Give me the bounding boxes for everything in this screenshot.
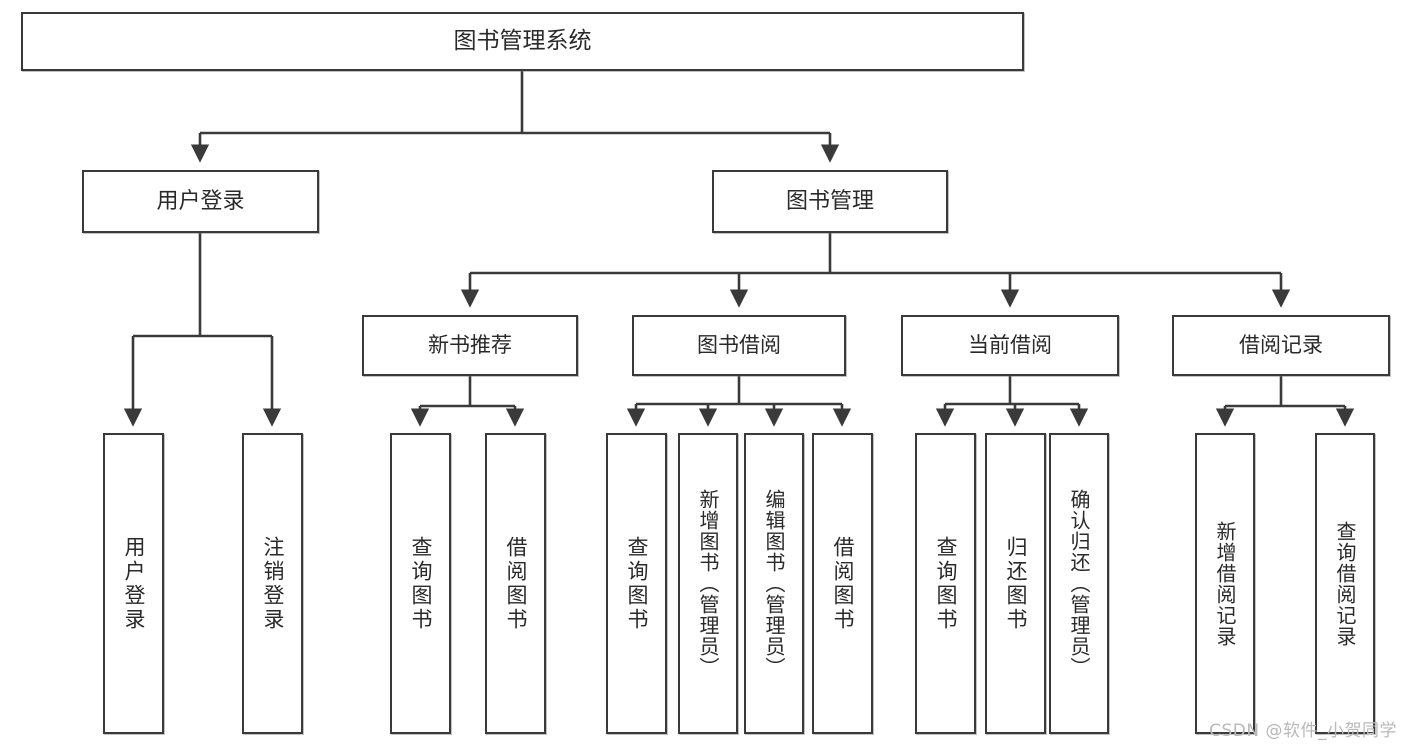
node-current-borrow[interactable]: 当前借阅	[901, 315, 1119, 376]
node-user-login[interactable]: 用户登录	[82, 170, 319, 233]
node-leaf-user-logout-label: 注销登录	[261, 535, 285, 632]
node-leaf-user-logout[interactable]: 注销登录	[242, 433, 303, 734]
node-borrow-record[interactable]: 借阅记录	[1172, 315, 1390, 376]
node-leaf-query-book-1[interactable]: 查询图书	[390, 433, 451, 734]
node-leaf-add-record-label: 新增借阅记录	[1213, 520, 1237, 647]
node-leaf-query-book-2[interactable]: 查询图书	[606, 433, 667, 734]
node-leaf-user-login-label: 用户登录	[122, 535, 146, 632]
node-book-manage-label: 图书管理	[785, 188, 874, 214]
node-current-borrow-label: 当前借阅	[968, 333, 1052, 358]
csdn-watermark: CSDN @软件_小贺同学	[1209, 721, 1397, 741]
node-leaf-query-book-3-label: 查询图书	[934, 535, 958, 632]
node-root[interactable]: 图书管理系统	[21, 12, 1024, 71]
node-new-book-rec-label: 新书推荐	[428, 333, 512, 358]
node-leaf-borrow-book-1-label: 借阅图书	[504, 535, 528, 632]
node-root-label: 图书管理系统	[453, 27, 592, 54]
node-leaf-borrow-book-2-label: 借阅图书	[831, 535, 855, 632]
node-leaf-confirm-return[interactable]: 确认归还（管理员）	[1049, 433, 1109, 734]
node-leaf-add-record[interactable]: 新增借阅记录	[1195, 433, 1255, 734]
node-leaf-edit-book[interactable]: 编辑图书（管理员）	[744, 433, 804, 734]
node-leaf-add-book-label: 新增图书（管理员）	[696, 489, 720, 678]
node-leaf-user-login[interactable]: 用户登录	[103, 433, 164, 734]
node-book-borrow-label: 图书借阅	[697, 333, 781, 358]
node-user-login-label: 用户登录	[156, 188, 245, 214]
node-leaf-query-book-2-label: 查询图书	[625, 535, 649, 632]
node-leaf-add-book[interactable]: 新增图书（管理员）	[678, 433, 738, 734]
node-leaf-query-record[interactable]: 查询借阅记录	[1315, 433, 1375, 734]
node-leaf-query-book-3[interactable]: 查询图书	[915, 433, 976, 734]
node-leaf-borrow-book-2[interactable]: 借阅图书	[812, 433, 873, 734]
node-leaf-borrow-book-1[interactable]: 借阅图书	[485, 433, 546, 734]
node-leaf-edit-book-label: 编辑图书（管理员）	[762, 489, 786, 678]
node-leaf-return-book-label: 归还图书	[1004, 535, 1028, 632]
node-leaf-confirm-return-label: 确认归还（管理员）	[1067, 489, 1091, 678]
node-leaf-query-record-label: 查询借阅记录	[1333, 520, 1357, 647]
node-book-borrow[interactable]: 图书借阅	[632, 315, 846, 376]
node-leaf-query-book-1-label: 查询图书	[409, 535, 433, 632]
node-book-manage[interactable]: 图书管理	[712, 170, 948, 233]
node-new-book-rec[interactable]: 新书推荐	[362, 315, 578, 376]
node-borrow-record-label: 借阅记录	[1239, 333, 1323, 358]
node-leaf-return-book[interactable]: 归还图书	[985, 433, 1046, 734]
